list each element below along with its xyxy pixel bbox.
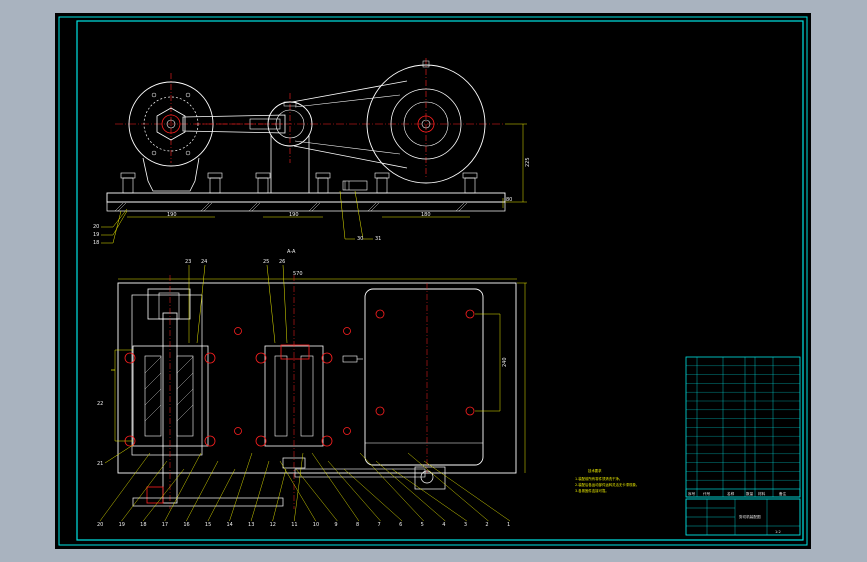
callout-leader	[121, 460, 168, 522]
title-block-name: 剪切机装配图	[739, 514, 761, 519]
title-block: 剪切机装配图 1:2	[685, 498, 801, 536]
callout-leader	[423, 460, 511, 522]
callout-leader	[295, 468, 338, 522]
dim-plan-right: 240	[502, 357, 508, 367]
callout-plan-bottom: 20	[97, 522, 103, 528]
parts-header-code: 代号	[703, 491, 711, 496]
callout-plan-top-1: 23	[185, 259, 191, 265]
callout-plan-bottom: 17	[162, 522, 168, 528]
callout-leader	[250, 460, 270, 522]
callout-leader	[343, 468, 403, 522]
callout-leader	[311, 452, 360, 522]
callout-plan-bottom: 13	[248, 522, 254, 528]
callout-plan-bottom: 11	[291, 522, 297, 528]
callout-plan-top-3: 25	[263, 259, 269, 265]
callout-plan-bottom: 16	[183, 522, 189, 528]
section-view: A-A 570 240	[97, 249, 527, 528]
callout-plan-bottom: 18	[140, 522, 146, 528]
callout-leader	[164, 452, 202, 522]
front-elevation-view: 190 190 180 225 80 20 19 18 30 31	[93, 58, 531, 246]
callout-plan-bottom: 7	[378, 522, 381, 528]
callout-leader	[407, 452, 489, 522]
callout-leader	[272, 468, 287, 522]
parts-header-no: 序号	[688, 491, 696, 496]
dim-span-2: 190	[289, 212, 299, 218]
callout-top-bottom-1: 30	[357, 236, 363, 242]
callout-plan-bottom: 5	[421, 522, 424, 528]
callout-plan-bottom: 19	[119, 522, 125, 528]
tech-note-2: 2.装配后各运动部件运转灵活无卡滞现象。	[575, 482, 639, 487]
dim-plan-width: 570	[293, 271, 303, 277]
callout-leader	[142, 468, 185, 522]
callout-leader	[293, 452, 304, 522]
callout-plan-left-2: 21	[97, 461, 103, 467]
callout-plan-top-2: 24	[201, 259, 207, 265]
dim-height: 225	[525, 157, 531, 167]
parts-header-remark: 备注	[779, 491, 787, 496]
callout-leader	[391, 468, 467, 522]
callout-top-left-3: 18	[93, 240, 99, 246]
tech-note-1: 1.装配前所有零件须清洗干净。	[575, 476, 622, 481]
callout-top-left-1: 20	[93, 224, 99, 230]
callout-top-left-2: 19	[93, 232, 99, 238]
title-block-scale: 1:2	[775, 530, 781, 534]
dim-span-1: 190	[167, 212, 177, 218]
callout-plan-bottom: 10	[313, 522, 319, 528]
section-label: A-A	[287, 249, 296, 255]
parts-header-qty: 数量	[746, 491, 754, 496]
callout-plan-bottom: 12	[270, 522, 276, 528]
cad-drawing: 190 190 180 225 80 20 19 18 30 31 A-A 57…	[58, 16, 808, 546]
callout-leader	[99, 452, 151, 522]
callout-plan-bottom: 2	[485, 522, 488, 528]
parts-list: 序号 代号 名称 数量 材料 备注	[685, 356, 801, 498]
callout-plan-bottom: 1	[507, 522, 510, 528]
callout-plan-left-1: 22	[97, 401, 103, 407]
outer-frame	[58, 16, 808, 546]
callout-plan-bottom: 4	[442, 522, 445, 528]
callout-top-bottom-2: 31	[375, 236, 381, 242]
callout-plan-top-4: 26	[279, 259, 285, 265]
callout-leader	[327, 460, 381, 522]
callout-leader	[186, 460, 219, 522]
callout-plan-bottom: 3	[464, 522, 467, 528]
parts-header-material: 材料	[758, 491, 766, 496]
callout-plan-bottom: 14	[226, 522, 232, 528]
tech-note-3: 3.各紧固件连接可靠。	[575, 488, 609, 493]
dim-top-right: 80	[506, 197, 512, 203]
callout-leader	[279, 460, 316, 522]
callout-plan-bottom: 9	[334, 522, 337, 528]
callout-plan-bottom: 6	[399, 522, 402, 528]
tech-notes-title: 技术要求	[588, 468, 602, 473]
callout-plan-bottom: 8	[356, 522, 359, 528]
technical-notes: 技术要求 1.装配前所有零件须清洗干净。 2.装配后各运动部件运转灵活无卡滞现象…	[575, 468, 639, 493]
callout-leader	[229, 452, 253, 522]
inner-frame	[76, 20, 804, 541]
drawing-viewport[interactable]: 190 190 180 225 80 20 19 18 30 31 A-A 57…	[55, 13, 811, 549]
callout-leader	[375, 460, 446, 522]
callout-leader	[359, 452, 424, 522]
callout-plan-bottom: 15	[205, 522, 211, 528]
parts-header-name: 名称	[727, 491, 735, 496]
callout-leader	[207, 468, 236, 522]
dim-span-3: 180	[421, 212, 431, 218]
